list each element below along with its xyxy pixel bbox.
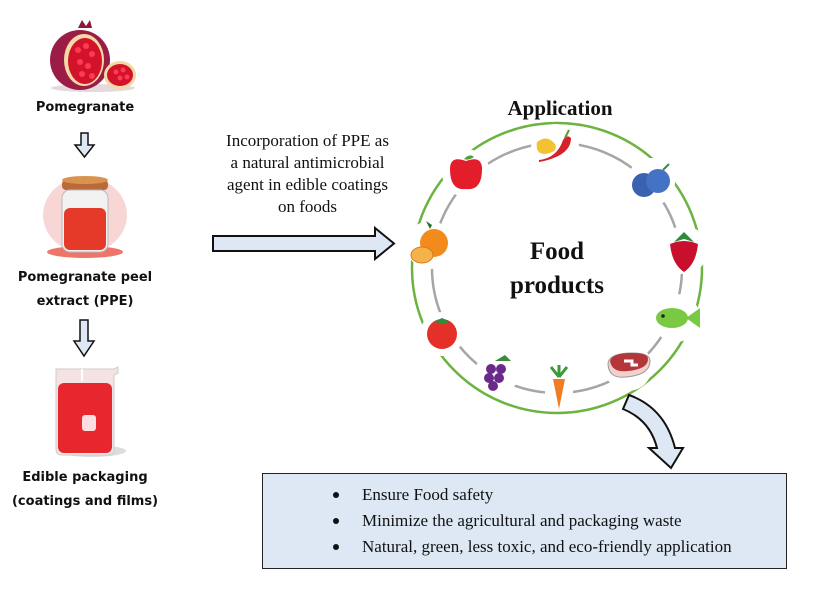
powder-jar-icon	[43, 176, 127, 258]
benefit-item: Ensure Food safety	[333, 482, 786, 508]
benefits-box: Ensure Food safety Minimize the agricult…	[262, 473, 787, 569]
incorporation-line-3: agent in edible coatings	[227, 175, 388, 194]
pomegranate-label-line: Pomegranate	[35, 100, 135, 115]
incorporation-line-1: Incorporation of PPE as	[226, 131, 389, 150]
incorporation-line-2: a natural antimicrobial	[230, 153, 385, 172]
edible-packaging-label: Edible packaging (coatings and films)	[4, 466, 166, 514]
incorporation-text: Incorporation of PPE as a natural antimi…	[200, 130, 415, 218]
food-products-line-2: products	[509, 272, 604, 299]
ppe-label-line-1: Pomegranate peel	[17, 270, 153, 285]
outer-ring	[410, 121, 704, 415]
application-title: Application	[507, 96, 613, 120]
apple-icon	[442, 149, 490, 197]
strawberry-icon	[660, 226, 708, 274]
edible-packaging-line-2: (coatings and films)	[11, 494, 159, 509]
pomegranate-label: Pomegranate	[20, 96, 150, 120]
incorporation-line-4: on foods	[277, 197, 338, 216]
edible-packaging-line-1: Edible packaging	[22, 470, 148, 485]
tomato-icon	[420, 312, 464, 356]
down-arrow-1	[73, 132, 96, 159]
ppe-label-line-2: extract (PPE)	[36, 294, 134, 309]
beaker-icon	[55, 366, 126, 457]
food-products-title: Food products	[477, 235, 637, 303]
meat-steak-icon	[604, 343, 652, 391]
right-arrow	[212, 225, 396, 262]
benefits-list: Ensure Food safety Minimize the agricult…	[263, 474, 786, 560]
fish-icon	[652, 294, 700, 342]
food-products-line-1: Food	[529, 238, 585, 265]
benefit-item: Natural, green, less toxic, and eco-frie…	[333, 534, 786, 560]
blueberry-icon	[627, 158, 675, 206]
ppe-label: Pomegranate peel extract (PPE)	[4, 266, 166, 314]
chili-pepper-icon	[531, 124, 579, 172]
carrot-icon	[545, 359, 573, 409]
grapes-icon	[475, 351, 519, 395]
down-arrow-2	[72, 319, 96, 358]
orange-icon	[406, 221, 454, 269]
benefit-item: Minimize the agricultural and packaging …	[333, 508, 786, 534]
pomegranate-icon	[50, 20, 136, 92]
curved-down-arrow	[621, 393, 685, 470]
